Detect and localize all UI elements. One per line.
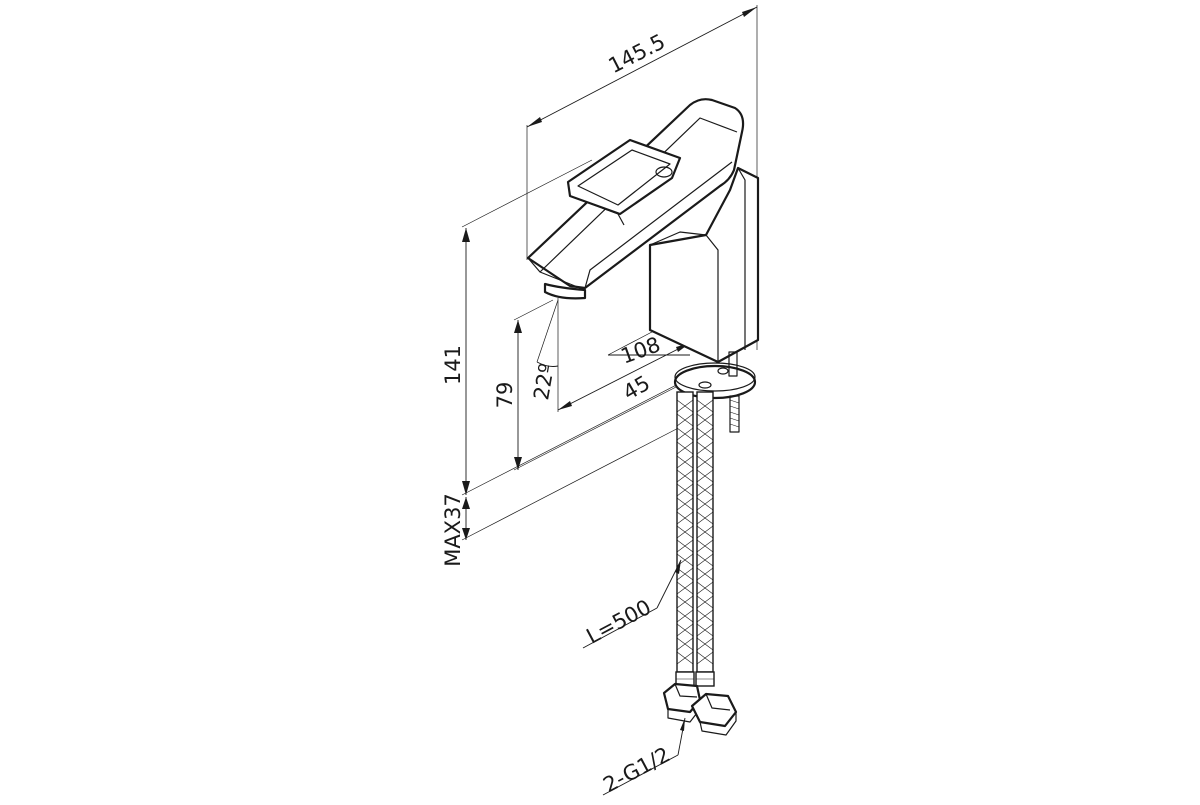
handle-lever [566, 138, 682, 226]
dimension-max-deck-thickness: MAX37 [441, 421, 691, 567]
label-spout-height: 79 [493, 382, 517, 409]
dimension-spout-angle: 22º [529, 298, 559, 412]
dimension-spout-height: 79 [493, 299, 681, 471]
threaded-stud [728, 351, 740, 433]
hex-nut [662, 682, 738, 736]
hose-ferrule [675, 671, 715, 687]
callout-connection-thread: 2-G1/2 [599, 717, 686, 797]
label-spout-angle: 22º [529, 362, 559, 402]
label-overall-length: 145.5 [605, 29, 669, 78]
label-mount-distance: 108 [618, 332, 664, 368]
label-max-deck-thickness: MAX37 [441, 493, 465, 567]
mounting-flange [673, 362, 757, 400]
faucet-body [648, 166, 760, 364]
flexible-hose [676, 391, 714, 673]
label-connection-thread: 2-G1/2 [599, 742, 674, 797]
callout-hose-length: L=500 [582, 559, 682, 649]
dimension-height: 141 [441, 159, 691, 496]
label-hose-length: L=500 [582, 595, 655, 649]
label-height: 141 [441, 345, 465, 385]
